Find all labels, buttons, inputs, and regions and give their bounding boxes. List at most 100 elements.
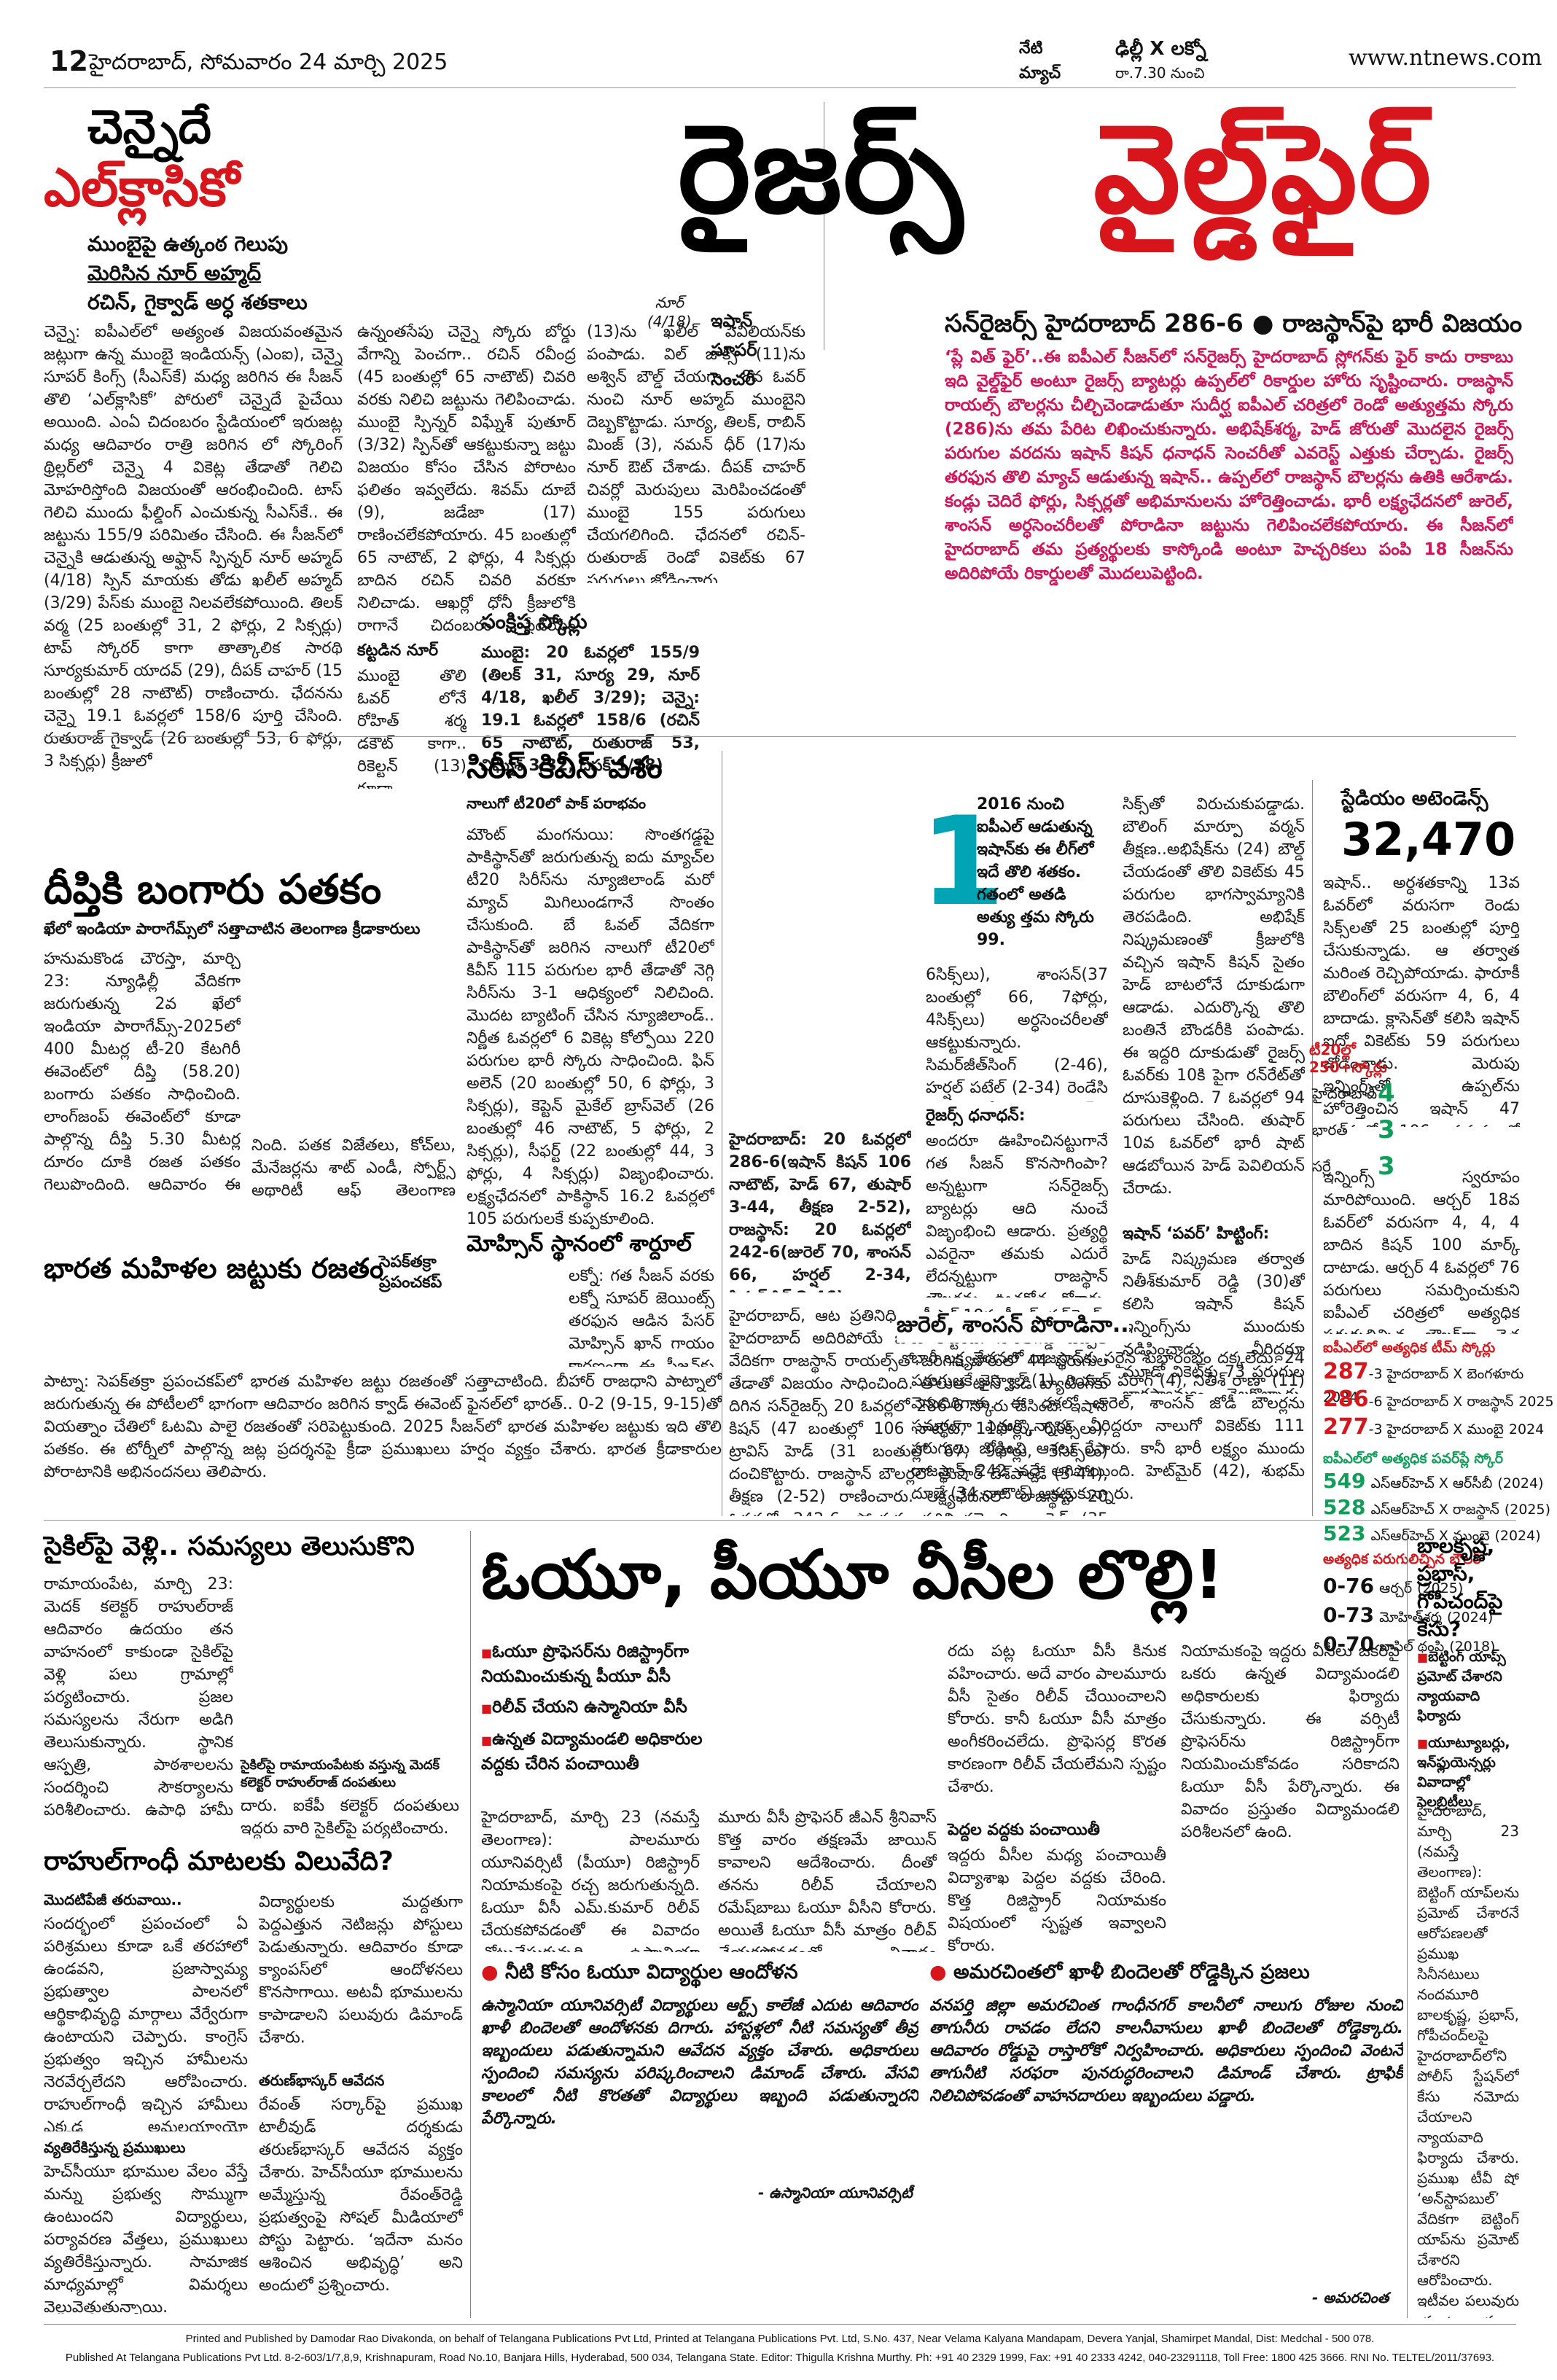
csk-kicker: చెన్నైదే <box>87 101 211 155</box>
t20-surrey-team: సర్రే <box>1312 1158 1331 1175</box>
powerplay-1-value: 549 <box>1323 1469 1366 1493</box>
csk-sub1: ముంబైపై ఉత్కంఠ గెలుపు <box>87 232 289 256</box>
csk-scorecard: ముంబై: 20 ఓవర్లలో 155/9 (తిలక్ 31, సూర్య… <box>481 644 700 775</box>
csk-sub3: రచిన్, గైక్వాడ్ అర్ధ శతకాలు <box>87 290 308 314</box>
amara-bullet-icon: ● <box>929 1961 953 1983</box>
t20-label: టీ20ల్లో 250+స్కోర్లు <box>1309 1041 1387 1076</box>
powerplay-3-year: (2024) <box>1494 1528 1541 1544</box>
footer-divider <box>44 2324 1516 2325</box>
powerplay-row-3: 523 ఎస్‌ఆర్‌హెచ్ X ముంబై (2024) <box>1323 1522 1541 1548</box>
t20-ind-team: భారత్ <box>1312 1121 1348 1139</box>
top-score-1-desc: -3 హైదరాబాద్ X బెంగళూరు <box>1368 1366 1524 1382</box>
csk-scorecard-title: సంక్షిప్త స్కోర్లు <box>481 609 588 633</box>
top-score-2-desc: -6 హైదరాబాద్ X రాజస్థాన్ <box>1368 1394 1514 1410</box>
srh-headline-b: వైల్డ్‌ఫైర్ <box>1093 98 1433 241</box>
rahul-body4: రేవంత్ సర్కార్‌పై ప్రముఖ టాలీవుడ్ దర్శకు… <box>259 2096 463 2295</box>
page-number: 12 <box>50 45 88 77</box>
stadium-left-divider <box>1312 780 1313 1516</box>
rahul-body1: సందర్భంలో ప్రపంచంలో ఏ పరిశ్రమలు కూడా ఒకే… <box>44 1915 248 2131</box>
srh-deck: సన్‌రైజర్స్ హైదరాబాద్ 286-6 ● రాజస్థాన్‌… <box>945 309 1523 338</box>
oyu-bullets: ఓయూ ప్రొఫెసర్‌ను రిజిస్ట్రార్‌గా నియమించ… <box>481 1640 707 1783</box>
cycle-photo-caption: సైకిల్‌పై రామాయంపేటకు వస్తున్న మెదక్ కలె… <box>241 1757 440 1790</box>
website-url[interactable]: www.ntnews.com <box>1349 45 1542 71</box>
women-tag: సెపక్‌తక్రా ప్రపంచకప్ <box>379 1253 442 1292</box>
srh-sub-ishan-power: ఇషాన్ ‘పవర్’ హిట్టింగ్: <box>1123 1225 1270 1243</box>
footer-line-2: Published At Telangana Publications Pvt … <box>65 2352 1495 2364</box>
powerplay-title: ఐపీఎల్‌లో అత్యధిక పవర్‌ప్లే స్కోర్ <box>1323 1451 1504 1467</box>
expensive-3-value: 0-70 <box>1323 1632 1375 1656</box>
srh-headline-a: రైజర్స్ <box>678 98 964 241</box>
oyu-body5: నియామకంపై ఇద్దరు వీసీలు ఒకరిపై ఒకరు ఉన్న… <box>1181 1642 1400 1841</box>
bottom-left-divider <box>470 1531 471 2318</box>
women-headline: భారత మహిళల జట్టుకు రజతం <box>44 1252 384 1284</box>
betting-headline: బాలకృష్ణ, ప్రభాస్, గోపీచంద్‌పై కేసు? <box>1417 1534 1503 1641</box>
women-body: పాట్నా: సెపక్‌తక్రా ప్రపంచకప్‌లో భారత మహ… <box>44 1373 722 1481</box>
top-score-row-2: 286-6 హైదరాబాద్ X రాజస్థాన్ 2025 <box>1323 1388 1554 1413</box>
mid-section-divider <box>44 1520 1516 1521</box>
expensive-2-year: (2024) <box>1447 1610 1494 1626</box>
t20-hyd-team: హైదరాబాద్ <box>1312 1085 1378 1102</box>
match-today-label: నేటి మ్యాచ్ <box>1019 39 1061 82</box>
neeti-bullet-icon: ● <box>481 1961 505 1983</box>
top-score-3-value: 277 <box>1323 1414 1369 1440</box>
csk-body-col3: ముంబై తొలి ఓవర్ లోనే రోహిత్ శర్మ డకౌట్ క… <box>357 667 467 789</box>
nz-sub: నాలుగో టీ20లో పాక్ పరాభవం <box>467 795 647 812</box>
csk-photo-caption: నూర్ (4/18) <box>647 294 692 330</box>
csk-body-col4: (13)ను ఖలీల్ పెవిలియన్‌కు పంపాడు. విల్ జ… <box>587 323 805 583</box>
ishan-big-number: 1 <box>920 790 1005 933</box>
expensive-1-value: 0-76 <box>1323 1574 1375 1598</box>
powerplay-1-year: (2024) <box>1497 1475 1544 1491</box>
betting-body: హైదరాబాద్, మార్చి 23 (నమస్తే తెలంగాణ): బ… <box>1417 1802 1519 2318</box>
expensive-2-name: మోహిత్‌శర్మ <box>1379 1610 1443 1626</box>
srh-body-col3: అందరూ ఊహించినట్టుగానే గత సీజన్ కొనసాగింప… <box>926 1132 1108 1298</box>
rahul-body3: విద్యార్థులకు మద్దతుగా పెద్దఎత్తున నెటిజ… <box>259 1893 463 2047</box>
srh-intro: ‘ప్లే విత్ ఫైర్’..ఈ ఐపీఎల్ సీజన్‌లో సన్‌… <box>945 348 1513 583</box>
top-scores-title: ఐపీఎల్‌లో అత్యధిక టీమ్ స్కోర్లు <box>1323 1340 1496 1356</box>
deepthi-photo <box>251 948 456 1130</box>
rahul-sub3: తరుణ్‌భాస్కర్ ఆవేదన <box>259 2072 385 2089</box>
csk-photo <box>357 102 641 310</box>
neeti-credit: - ఉస్మానియా యూనివర్సిటీ <box>758 2184 913 2201</box>
amara-headline-text: అమరచింతలో ఖాళీ బిందెలతో రోడ్డెక్కిన ప్రజ… <box>953 1961 1310 1983</box>
top-score-3-year: 2024 <box>1508 1421 1545 1437</box>
top-score-2-value: 286 <box>1323 1386 1369 1412</box>
srh-scorecard: హైదరాబాద్: 20 ఓవర్లలో 286-6(ఇషాన్ కిషన్ … <box>729 1131 911 1292</box>
csk-sub-kattadi: కట్టడిన నూర్ <box>357 641 439 660</box>
amara-credit: - అమరచింత <box>1312 2289 1389 2306</box>
powerplay-2-value: 528 <box>1323 1495 1366 1519</box>
deepthi-body: హనుమకొండ చౌరస్తా, మార్చి 23: న్యూఢిల్లీ … <box>44 950 241 1194</box>
oyu-headline: ఓయూ, పీయూ వీసీల లొల్లి! <box>481 1536 1225 1614</box>
top-section-divider <box>44 736 1516 737</box>
oyu-photo <box>718 1640 937 1786</box>
srh-body-col1: సిక్స్‌తో విరుచుకుపడ్డాడు. బౌలింగ్ మార్ప… <box>1123 795 1305 1198</box>
betting-bullets: బెట్టింగ్ యాప్స్ ప్రమోట్ చేశారని న్యాయవా… <box>1417 1647 1519 1819</box>
expensive-1-year: (2025) <box>1417 1580 1464 1596</box>
nz-headline: సిరీస్ కివీస్ వశం <box>467 749 663 785</box>
top-score-row-3: 277-3 హైదరాబాద్ X ముంబై 2024 <box>1323 1416 1544 1441</box>
mohsin-body-left: హైదరాబాద్, ఆట ప్రతినిధి: ఐపీఎల్-18వ సీజన… <box>729 1307 1108 1516</box>
deepthi-sub: ఖేలో ఇండియా పారాగేమ్స్‌లో సత్తాచాటిన తెల… <box>44 920 421 937</box>
srh-sub-dhanadhan: రైజర్స్ ధనాధన్: <box>926 1107 1026 1125</box>
csk-body-col1: చెన్నై: ఐపీఎల్‌లో అత్యంత విజయవంతమైన జట్ల… <box>44 323 343 770</box>
mohsin-body: లక్నో: గత సీజన్ వరకు లక్నో సూపర్ జెయింట్… <box>569 1267 714 1367</box>
t20-ind-count: 3 <box>1378 1115 1395 1144</box>
stadium-count: 32,470 <box>1341 813 1516 866</box>
oyu-bullet-2: రిలీవ్ చేయని ఉస్మానియా వీసీ <box>481 1696 707 1720</box>
oyu-body1: హైదరాబాద్, మార్చి 23 (నమస్తే తెలంగాణ): ప… <box>481 1809 700 1952</box>
rahul-body2: హెచ్‌సీయూ భూముల వేలం వేస్తే మన్ను ప్రభుత… <box>44 2163 248 2314</box>
cycle-headline: సైకిల్‌పై వెళ్లి.. సమస్యలు తెలుసుకొని <box>44 1532 415 1561</box>
ishan-caption: ఇషాన్ సూపర్ సెంచరీ <box>711 311 757 389</box>
cycle-body2: దారు. ఐకేపీ కలెక్టర్ దంపతులు ఇద్దరు వారి… <box>241 1797 459 1838</box>
amara-body: వనపర్తి జిల్లా అమరచింత గాంధీనగర్ కాలనీలో… <box>929 1997 1403 2105</box>
ishan-photo <box>831 306 918 350</box>
oyu-body3: రదు పట్ల ఓయూ వీసీ కినుక వహించారు. అదే వా… <box>948 1642 1166 1796</box>
powerplay-1-desc: ఎస్‌ఆర్‌హెచ్ X ఆర్‌సీబీ <box>1370 1475 1493 1491</box>
neeti-headline: ● నీటి కోసం ఓయూ విద్యార్థుల ఆందోళన <box>481 1961 798 1989</box>
neeti-headline-text: నీటి కోసం ఓయూ విద్యార్థుల ఆందోళన <box>504 1961 798 1983</box>
rahul-sub2: వ్యతిరేకిస్తున్న ప్రముఖులు <box>44 2139 186 2156</box>
ishan-stat: 2016 నుంచి ఐపీఎల్ ఆడుతున్న ఇషాన్‌కు ఈ లీ… <box>977 795 1094 949</box>
oyu-body2: మూరు వీసీ ప్రొఫెసర్ జీఎన్ శ్రీనివాస్ కొత… <box>718 1809 937 1952</box>
oyu-sub: పెద్దల వద్దకు పంచాయితీ <box>948 1821 1100 1839</box>
amara-headline: ● అమరచింతలో ఖాళీ బిందెలతో రోడ్డెక్కిన ప్… <box>929 1961 1310 1989</box>
t20-surrey-count: 3 <box>1378 1152 1395 1181</box>
